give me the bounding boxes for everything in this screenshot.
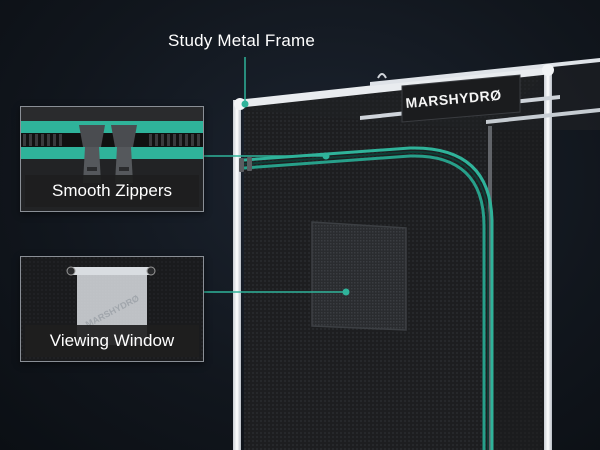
window-callout-label: Viewing Window [25,325,199,357]
zipper-inset: Smooth Zippers [20,106,204,212]
zipper-slider-right [111,125,137,183]
zipper-slider-left [79,125,105,183]
tent-viewing-window [311,221,407,331]
callout-leader-lines [202,57,346,293]
window-inset: MARSHYDRØ Viewing Window [20,256,204,362]
zippers-callout-label: Smooth Zippers [25,175,199,207]
brand-logo-plate: MARSHYDRØ [377,73,521,123]
callout-dots [241,100,350,296]
frame-callout-label: Study Metal Frame [168,31,316,50]
zipper-track [239,146,494,450]
